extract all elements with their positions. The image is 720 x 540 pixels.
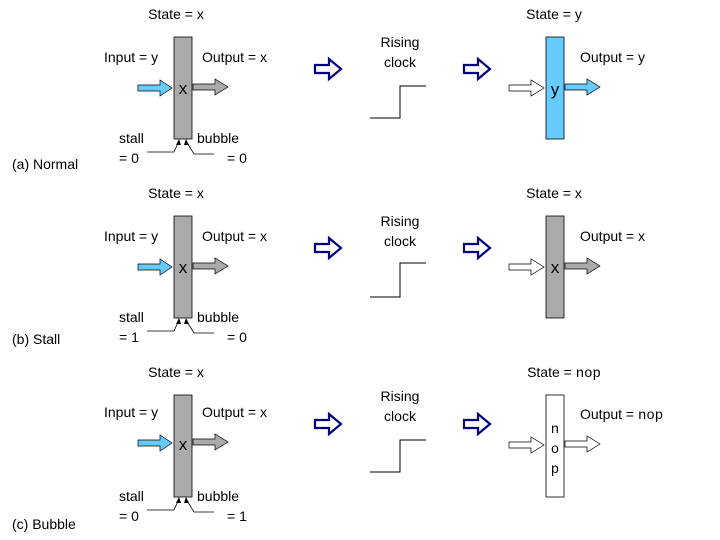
row-caption: (b) Stall — [12, 331, 60, 347]
output-arrow-icon — [564, 435, 601, 453]
stall-value: = 0 — [119, 150, 139, 166]
bubble-wire — [185, 498, 214, 513]
stall-label: stall — [119, 130, 144, 146]
before-register-value: x — [179, 79, 188, 98]
bubble-label: bubble — [197, 309, 239, 325]
stall-wire — [147, 319, 180, 332]
row-normal: State = x Input = y Output = x x stall =… — [12, 6, 645, 172]
output-arrow-icon — [192, 257, 229, 275]
clock-label-line1: Rising — [381, 34, 420, 50]
before-register — [173, 215, 193, 319]
stall-wire — [147, 498, 180, 511]
before-input-label: Input = y — [104, 49, 158, 65]
before-register-value: x — [179, 258, 188, 277]
after-state-label: State = nop — [527, 364, 601, 382]
stall-label: stall — [119, 309, 144, 325]
bubble-label: bubble — [197, 488, 239, 504]
clock-label-line2: clock — [384, 54, 417, 70]
after-output-label: Output = x — [580, 228, 645, 244]
after-state-label: State = y — [526, 6, 582, 22]
before-output-label: Output = x — [202, 49, 267, 65]
after-register-value: x — [551, 258, 560, 277]
bubble-wire — [185, 319, 214, 334]
after-register — [545, 36, 565, 140]
clock-label-line2: clock — [384, 233, 417, 249]
before-register-value: x — [179, 435, 188, 454]
after-register-char: n — [551, 422, 559, 438]
bubble-label: bubble — [197, 130, 239, 146]
before-register — [173, 394, 193, 498]
rising-edge-waveform-icon — [370, 85, 426, 119]
before-input-label: Input = y — [104, 404, 158, 420]
before-state-label: State = x — [148, 364, 204, 380]
before-register — [173, 36, 193, 140]
rising-edge-waveform-icon — [370, 439, 426, 473]
bubble-wire-arrowhead-icon — [184, 318, 189, 324]
before-state-label: State = x — [148, 185, 204, 201]
input-arrow-icon — [508, 436, 545, 454]
stall-wire-arrowhead-icon — [176, 318, 181, 324]
input-arrow-icon — [508, 258, 545, 276]
before-output-label: Output = x — [202, 404, 267, 420]
stall-wire — [147, 140, 180, 153]
transition-arrow-icon — [462, 235, 492, 261]
before-input-label: Input = y — [104, 228, 158, 244]
rising-edge-waveform-icon — [370, 262, 426, 298]
bubble-value: = 1 — [227, 508, 247, 524]
output-arrow-icon — [564, 257, 601, 275]
output-arrow-icon — [192, 78, 229, 96]
stall-value: = 0 — [119, 508, 139, 524]
transition-arrow-icon — [313, 411, 343, 437]
input-arrow-icon — [137, 434, 173, 452]
input-arrow-icon — [137, 79, 173, 97]
stall-label: stall — [119, 488, 144, 504]
bubble-value: = 0 — [227, 329, 247, 345]
after-register-value: y — [551, 80, 560, 99]
bubble-wire-arrowhead-icon — [184, 497, 189, 503]
bubble-wire — [185, 140, 214, 155]
after-register-char: p — [551, 462, 559, 478]
stall-value: = 1 — [119, 329, 139, 345]
after-register — [545, 394, 565, 498]
after-state-label: State = x — [526, 185, 582, 201]
before-state-label: State = x — [148, 6, 204, 22]
transition-arrow-icon — [462, 56, 492, 82]
input-arrow-icon — [508, 79, 545, 97]
row-caption: (c) Bubble — [12, 516, 76, 532]
row-bubble: State = x Input = y Output = x x stall =… — [12, 364, 663, 532]
after-register-char: o — [551, 442, 559, 458]
stall-wire-arrowhead-icon — [176, 497, 181, 503]
transition-arrow-icon — [462, 411, 492, 437]
transition-arrow-icon — [313, 235, 343, 261]
bubble-wire-arrowhead-icon — [184, 139, 189, 145]
output-arrow-icon — [192, 433, 229, 451]
bubble-value: = 0 — [227, 150, 247, 166]
row-caption: (a) Normal — [12, 156, 78, 172]
stall-wire-arrowhead-icon — [176, 139, 181, 145]
after-register — [545, 215, 565, 319]
after-output-label: Output = y — [580, 49, 645, 65]
transition-arrow-icon — [313, 56, 343, 82]
after-output-label: Output = nop — [580, 406, 663, 424]
output-arrow-icon — [564, 78, 601, 96]
row-stall: State = x Input = y Output = x x stall =… — [12, 185, 645, 347]
clock-label-line1: Rising — [381, 388, 420, 404]
clock-label-line1: Rising — [381, 213, 420, 229]
before-output-label: Output = x — [202, 228, 267, 244]
clock-label-line2: clock — [384, 408, 417, 424]
input-arrow-icon — [137, 258, 173, 276]
